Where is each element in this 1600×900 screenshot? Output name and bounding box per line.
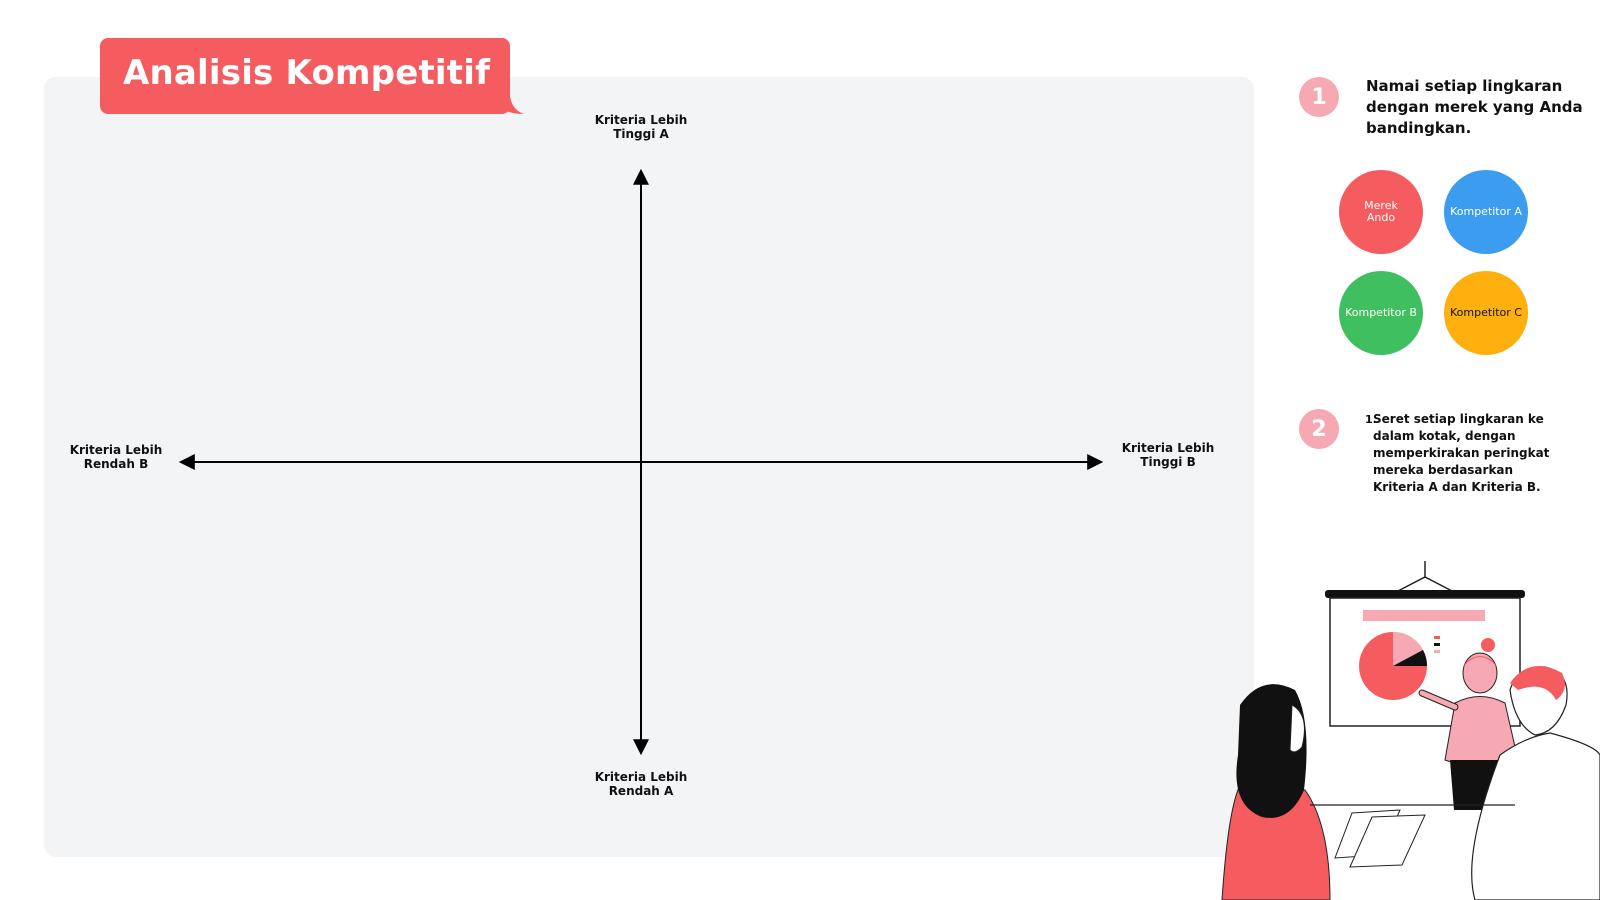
matrix-board[interactable] [44, 77, 1254, 857]
step-2-instruction: 1. Seret setiap lingkaran ke dalam kotak… [1365, 411, 1553, 496]
axis-label-left: Kriteria Lebih Rendah B [69, 443, 163, 471]
axis-label-bottom: Kriteria Lebih Rendah A [594, 770, 688, 798]
axis-label-right: Kriteria Lebih Tinggi B [1121, 441, 1215, 469]
axis-label-top: Kriteria Lebih Tinggi A [594, 113, 688, 141]
step-2-badge: 2 [1299, 409, 1339, 449]
step-1-badge: 1 [1299, 77, 1339, 117]
brand-circle-merek-ando[interactable]: Merek Ando [1339, 170, 1423, 254]
step-1-instruction: Namai setiap lingkaran dengan merek yang… [1366, 77, 1583, 137]
presentation-illustration [1221, 561, 1600, 900]
title-banner [100, 38, 510, 114]
brand-circle-kompetitor-a[interactable]: Kompetitor A [1444, 170, 1528, 254]
step-2-text: Seret setiap lingkaran ke dalam kotak, d… [1373, 412, 1550, 494]
brand-circle-kompetitor-b[interactable]: Kompetitor B [1339, 271, 1423, 355]
page-title: Analisis Kompetitif [123, 53, 491, 93]
brand-circle-kompetitor-c[interactable]: Kompetitor C [1444, 271, 1528, 355]
list-marker: 1. [1365, 413, 1377, 426]
